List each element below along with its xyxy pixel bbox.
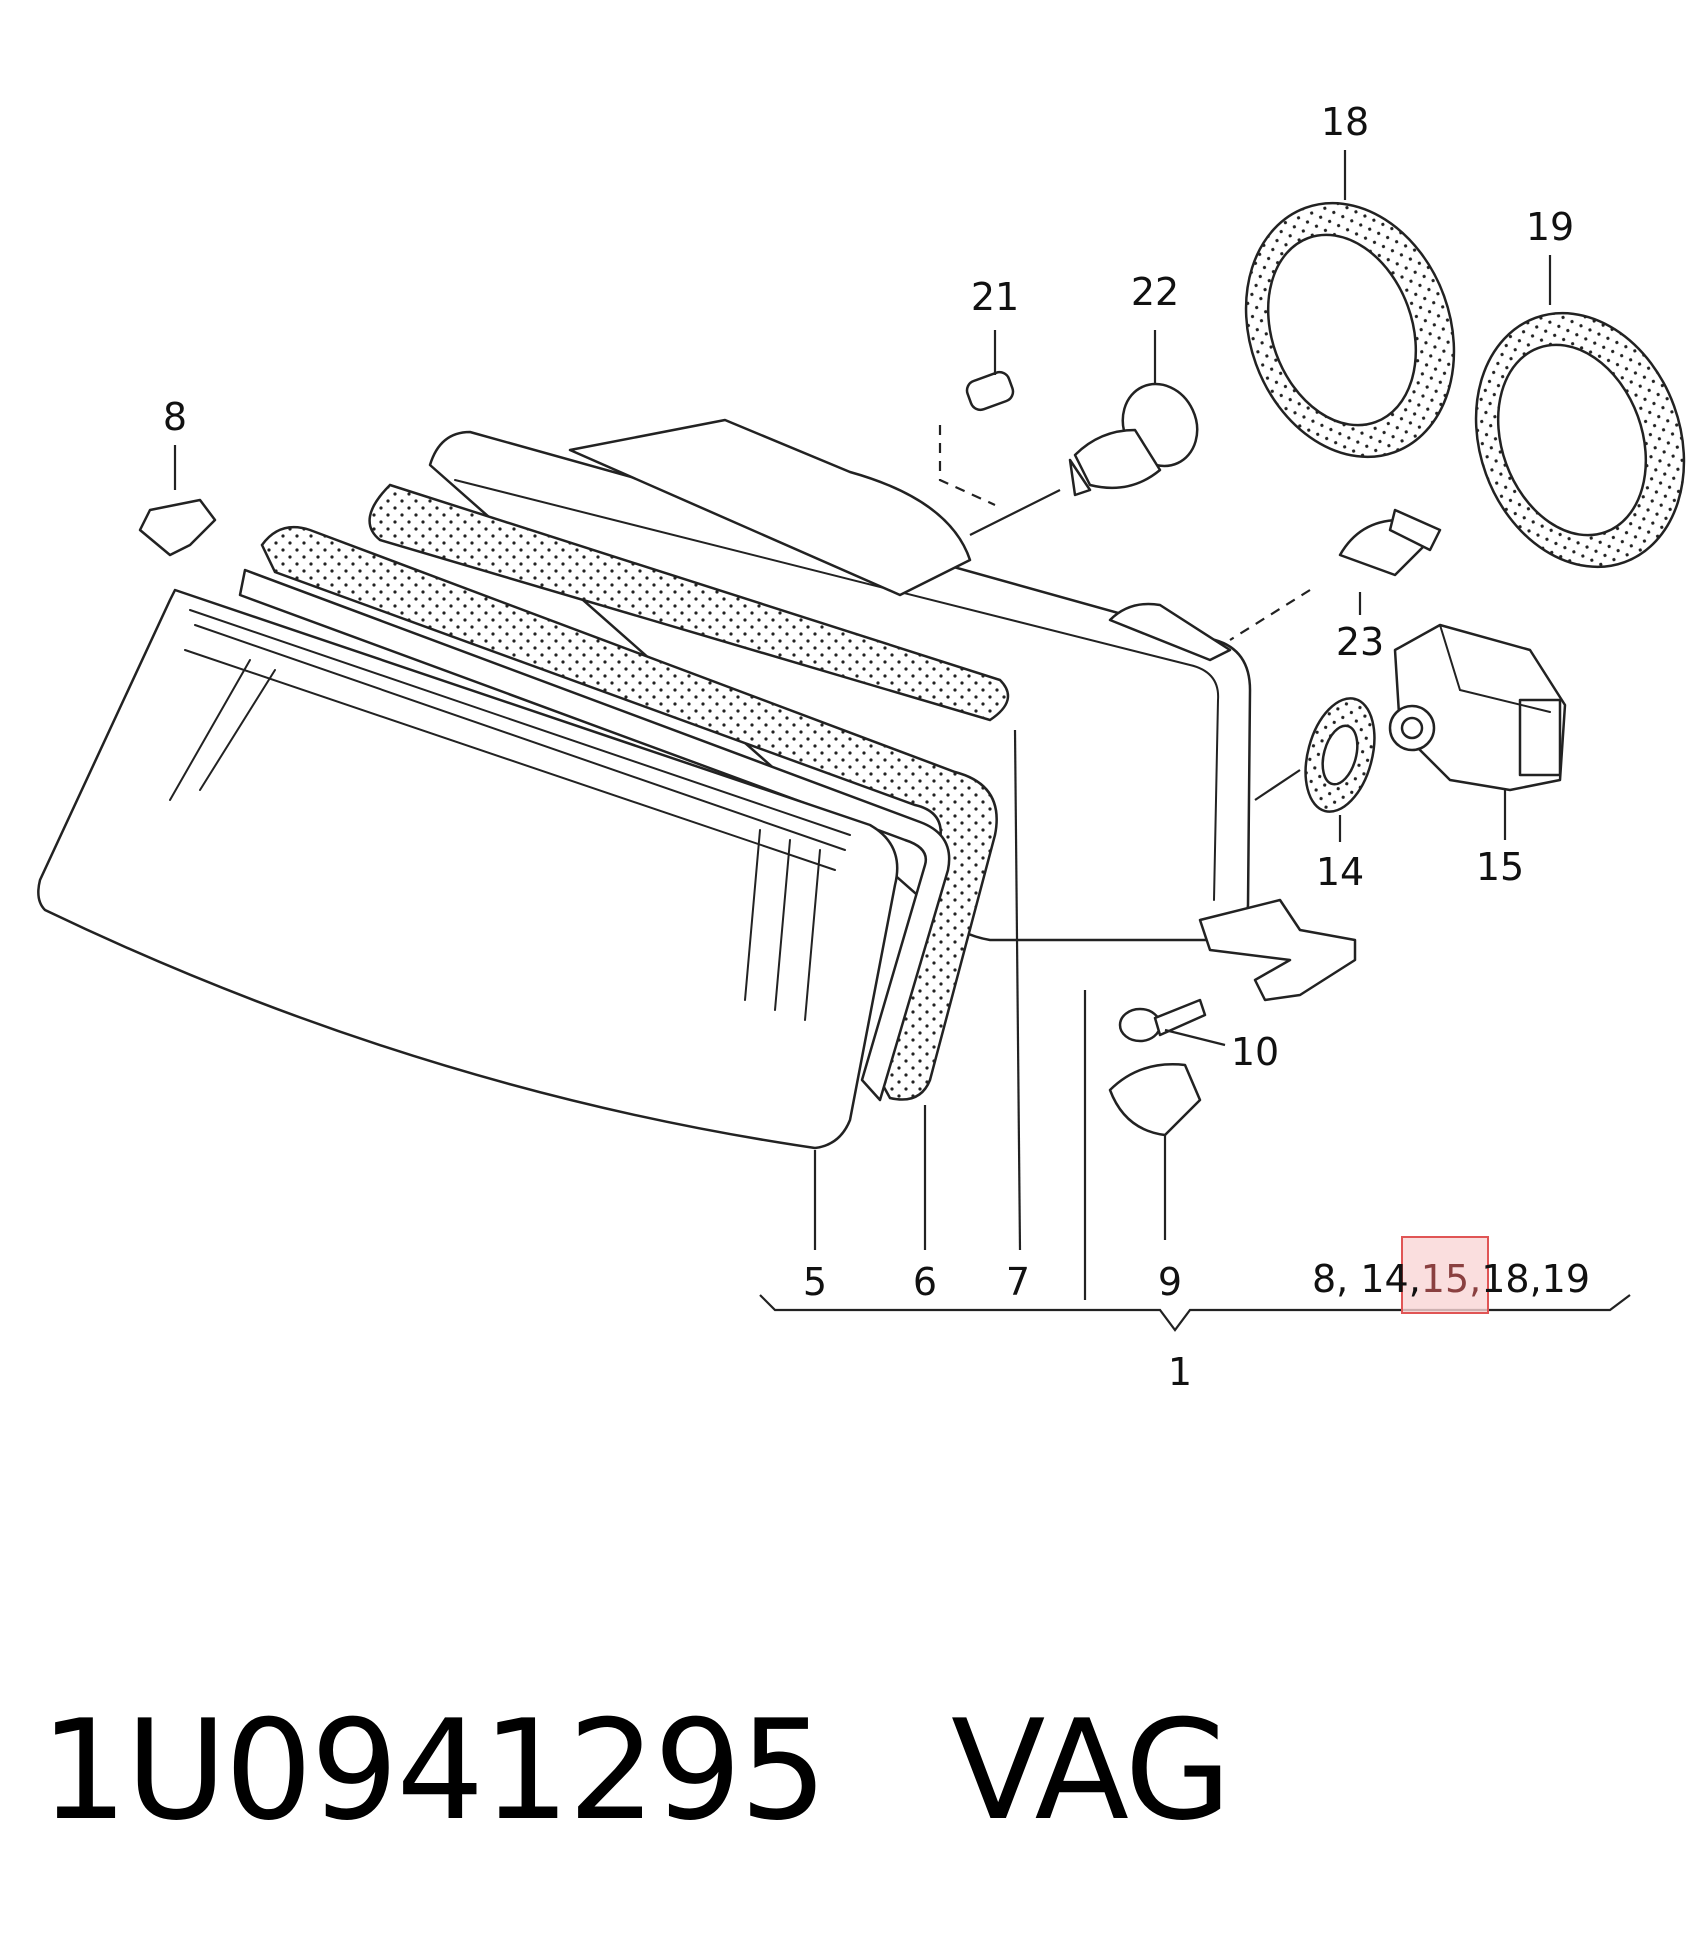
- housing-seal-strip: [368, 483, 1010, 722]
- adjuster-motor-15: [1388, 623, 1567, 840]
- assembly-contents-list: 8, 14,15,18,19: [1312, 1257, 1590, 1301]
- assembly-list-highlighted: 15,: [1421, 1257, 1481, 1301]
- assembly-list-after: 18,19: [1481, 1257, 1590, 1301]
- mounting-bracket: [1108, 898, 1357, 1240]
- callout-14: 14: [1316, 850, 1364, 894]
- callout-21: 21: [971, 275, 1019, 319]
- bulb-21: [938, 330, 1015, 507]
- screw-10: [1118, 998, 1226, 1047]
- callout-19: 19: [1526, 205, 1574, 249]
- callout-22: 22: [1131, 270, 1179, 314]
- assembly-list-before: 8, 14,: [1312, 1257, 1421, 1301]
- clip-8: [138, 498, 217, 557]
- headlight-lens: [37, 588, 899, 1150]
- reflector-ring-18: [1244, 150, 1456, 459]
- headlight-housing: [428, 418, 1252, 942]
- lens-gasket: [238, 525, 998, 1102]
- part-number-label: 1U0941295 VAG: [40, 1690, 1231, 1851]
- callout-6: 6: [913, 1260, 937, 1304]
- callout-5: 5: [803, 1260, 827, 1304]
- callout-10: 10: [1231, 1030, 1279, 1074]
- bulb-23: [1229, 508, 1442, 641]
- callout-18: 18: [1321, 100, 1369, 144]
- reflector-ring-19: [1474, 255, 1686, 569]
- callout-23: 23: [1336, 620, 1384, 664]
- seal-ring-14: [1254, 697, 1376, 842]
- assembly-brace: [759, 1294, 1631, 1332]
- callout-1: 1: [1168, 1350, 1192, 1394]
- callout-7: 7: [1006, 1260, 1030, 1304]
- callout-9: 9: [1158, 1260, 1182, 1304]
- highlight-box: [1401, 1236, 1489, 1314]
- callout-15: 15: [1476, 845, 1524, 889]
- bulb-22: [969, 330, 1199, 536]
- leader-7: [1013, 729, 1022, 1251]
- callout-8: 8: [163, 395, 187, 439]
